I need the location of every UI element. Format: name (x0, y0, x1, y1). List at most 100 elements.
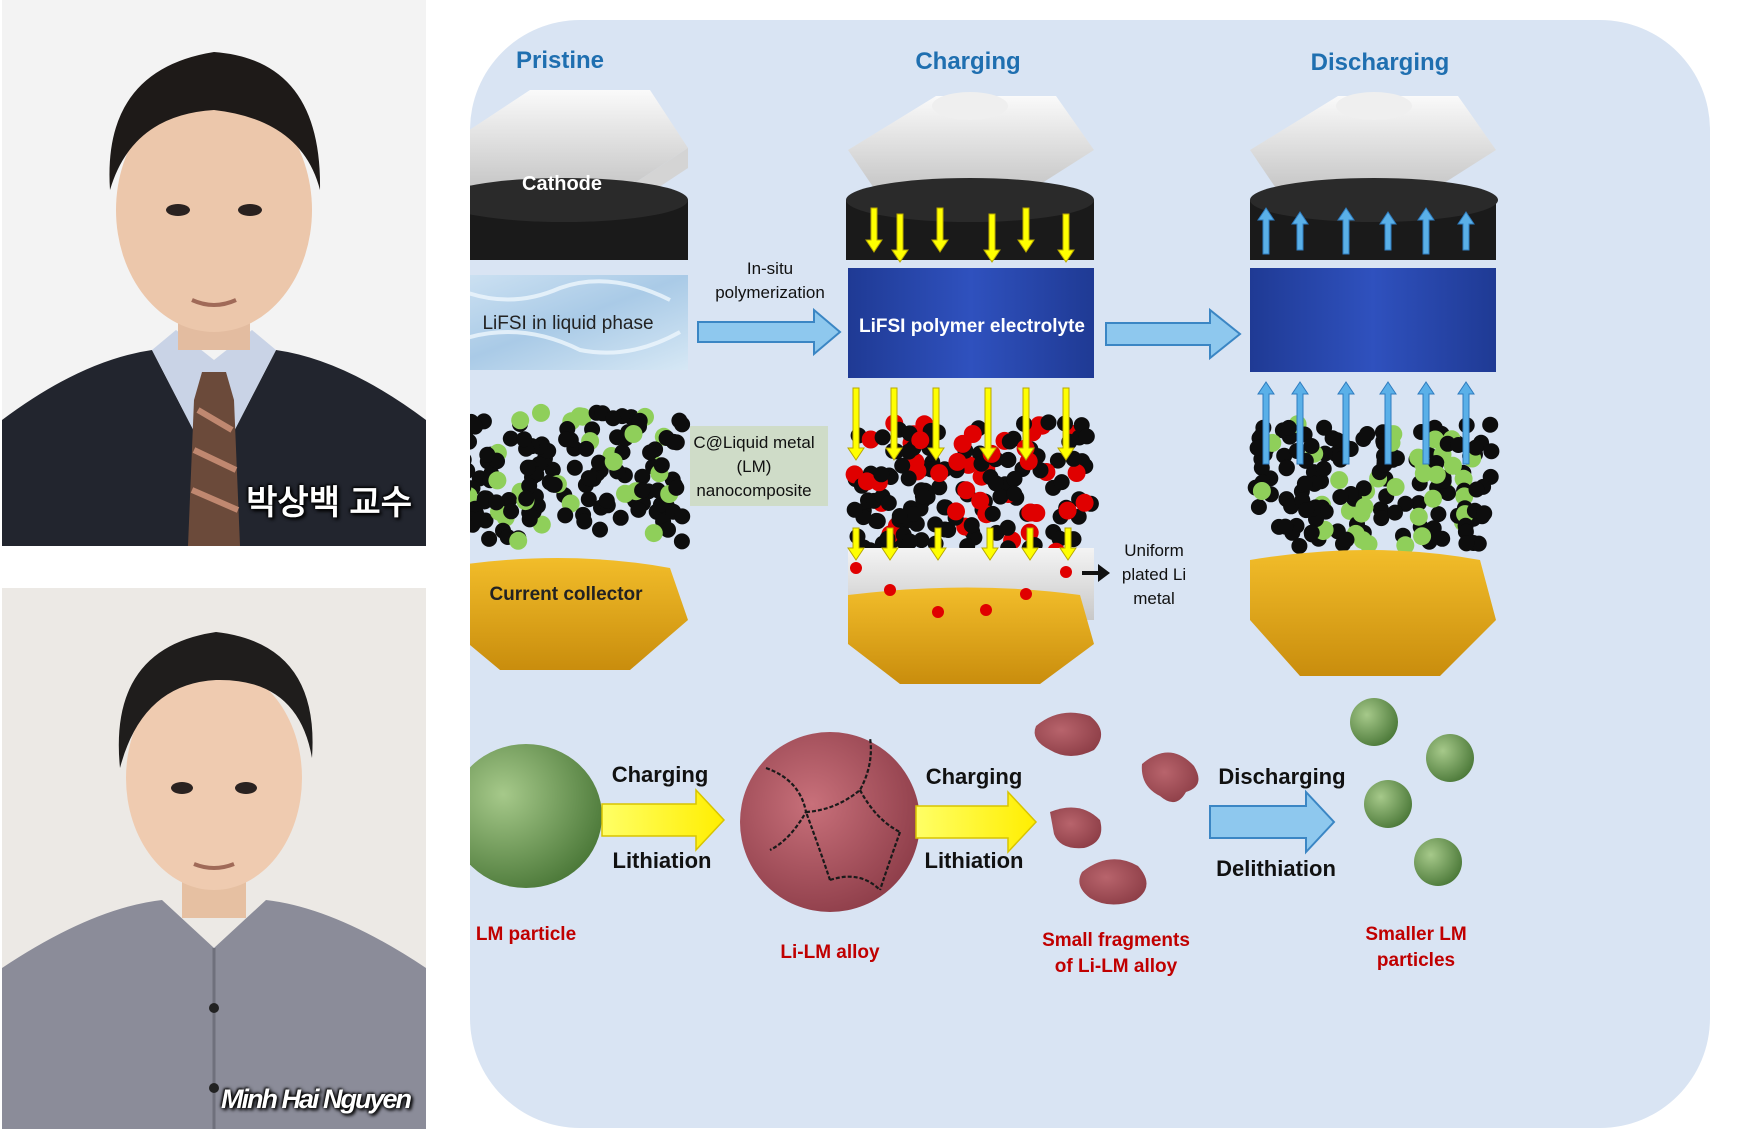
composite-particle-carbon (987, 475, 1004, 492)
composite-particle-carbon (653, 457, 670, 474)
lm-particle-label: LM particle (476, 924, 576, 945)
composite-particle-accent (1386, 478, 1405, 496)
composite-particle-carbon (665, 433, 682, 450)
composite-particle-carbon (1291, 538, 1308, 554)
composite-particle-carbon (999, 452, 1016, 468)
composite-particle-accent (1409, 507, 1428, 526)
composite-particle-carbon (900, 443, 917, 460)
discharging-ion-arrow (1257, 381, 1275, 465)
plated-li-arrow (1082, 564, 1110, 582)
stage-title-charging: Charging (915, 48, 1020, 75)
composite-particle-carbon (880, 495, 897, 511)
composite-particle-carbon (479, 446, 496, 463)
current-collector-label: Current collector (489, 584, 643, 605)
composite-particle-carbon (470, 418, 483, 435)
alloy-fragment-3 (1050, 807, 1102, 849)
charging-li-deposits (850, 562, 1072, 618)
composite-particle-carbon (873, 466, 890, 483)
composite-particle-carbon (900, 470, 917, 487)
composite-particle-accent (971, 491, 990, 510)
charging-ion-arrow (847, 387, 865, 461)
composite-particle-carbon (901, 533, 918, 550)
pristine-stack: Cathode LiFSI in liquid phase Current co… (470, 90, 691, 670)
li-deposit-dot (932, 606, 944, 618)
charging-ion-arrow (881, 527, 899, 561)
composite-particle-carbon (591, 454, 607, 471)
charging-stack: LiFSI polymer electrolyte (845, 92, 1099, 684)
composite-particle-carbon (1483, 443, 1500, 460)
composite-particle-accent (1027, 504, 1046, 522)
composite-particle-carbon (1458, 535, 1475, 552)
composite-particle-carbon (1315, 460, 1332, 477)
composite-particle-carbon (580, 470, 597, 487)
composite-particle-carbon (1250, 499, 1267, 515)
composite-particle-accent (1075, 493, 1094, 512)
li-deposit-dot (980, 604, 992, 616)
composite-particle-carbon (999, 519, 1016, 536)
composite-particle-carbon (605, 410, 622, 427)
composite-particle-carbon (660, 521, 676, 538)
charging-arrows (847, 207, 1077, 561)
composite-particle-carbon (1051, 530, 1068, 547)
composite-particle-carbon (891, 508, 908, 524)
stage-title-pristine: Pristine (516, 47, 604, 74)
mech-arrow1-top-label: Charging (612, 762, 709, 787)
charging-ion-arrow (1021, 527, 1039, 561)
composite-particle-carbon (1303, 524, 1320, 541)
composite-particle-carbon (1470, 535, 1487, 552)
composite-particle-carbon (544, 461, 561, 478)
charging-ion-arrow (1057, 387, 1075, 461)
composite-particle-carbon (634, 468, 651, 485)
portrait-caption-2: Minh Hai Nguyen (220, 1084, 412, 1114)
charging-ion-arrow (847, 527, 865, 561)
composite-particle-carbon (1078, 428, 1095, 445)
composite-particle-accent (957, 481, 976, 500)
composite-particle-carbon (1006, 470, 1023, 487)
discharging-ion-arrow (1417, 381, 1435, 465)
alloy-label: Li-LM alloy (780, 942, 880, 963)
nanocomposite-label-line2: (LM) (737, 457, 772, 476)
composite-particle-carbon (874, 429, 891, 446)
polymer-electrolyte-label: LiFSI polymer electrolyte (859, 316, 1085, 337)
stage-title-discharging: Discharging (1311, 49, 1450, 76)
composite-particle-carbon (630, 501, 647, 518)
composite-particle-carbon (868, 512, 885, 529)
mech-arrow-2 (915, 790, 1038, 854)
composite-particle-carbon (1430, 506, 1447, 523)
discharging-ion-arrow (1257, 207, 1275, 255)
composite-particle-carbon (518, 490, 535, 507)
composite-particle-accent (1058, 501, 1077, 520)
composite-particle-carbon (894, 457, 911, 474)
composite-particle-carbon (598, 492, 615, 509)
plated-label-line3: metal (1133, 589, 1175, 608)
composite-particle-carbon (1303, 438, 1320, 454)
nanocomposite-label-line3: nanocomposite (696, 481, 811, 500)
composite-particle-carbon (516, 431, 533, 448)
composite-particle-carbon (634, 482, 651, 499)
composite-particle-accent (1330, 471, 1349, 490)
composite-particle-accent (1426, 430, 1445, 449)
composite-particle-carbon (1397, 495, 1414, 512)
nanocomposite-pristine (470, 403, 691, 550)
composite-particle-carbon (580, 491, 597, 508)
composite-particle-carbon (1387, 504, 1403, 521)
charging-ion-arrow (929, 527, 947, 561)
alloy-fragment-4 (1079, 859, 1147, 905)
composite-particle-carbon (992, 488, 1009, 505)
discharging-ion-arrow (1457, 381, 1475, 465)
composite-particle-carbon (1373, 510, 1390, 527)
composite-particle-carbon (642, 444, 659, 461)
portrait-image-2 (2, 588, 426, 1129)
mech-arrow-3 (1209, 789, 1336, 855)
cathode-label: Cathode (522, 173, 602, 195)
charging-ion-arrow (1057, 213, 1075, 263)
composite-particle-carbon (1053, 474, 1070, 491)
composite-particle-carbon (931, 479, 948, 496)
composite-particle-accent (511, 411, 530, 430)
composite-particle-carbon (1450, 437, 1467, 453)
mech-arrow-1 (601, 788, 726, 852)
composite-particle-carbon (1440, 485, 1456, 501)
composite-particle-carbon (914, 488, 931, 505)
composite-particle-accent (1455, 487, 1474, 506)
composite-particle-carbon (1006, 485, 1023, 502)
